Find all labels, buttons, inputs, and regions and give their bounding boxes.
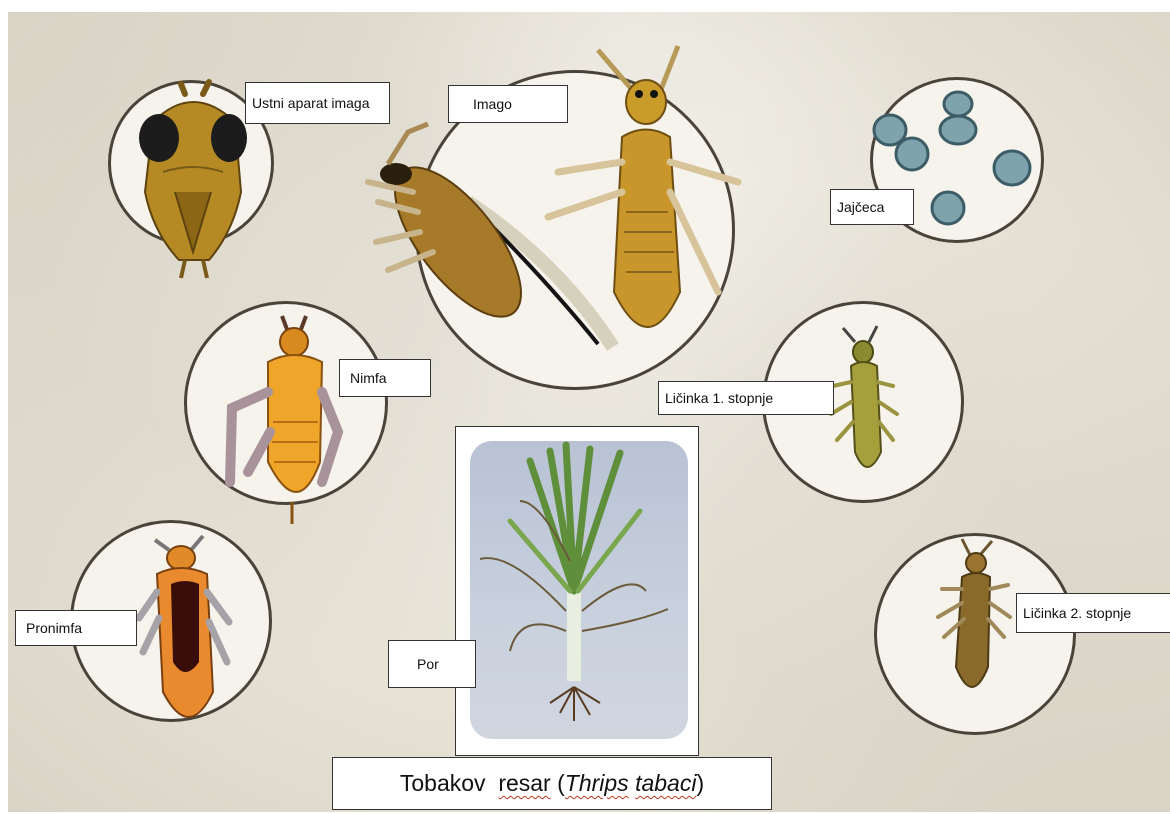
label-eggs: Jajčeca [830, 189, 914, 225]
label-imago: Imago [448, 85, 568, 123]
title-paren-open: ( [557, 770, 565, 797]
title-latin-genus: Thrips [565, 770, 629, 797]
title-latin-species: tabaci [635, 770, 696, 797]
title-word-resar: resar [498, 770, 550, 797]
label-nymph: Nimfa [339, 359, 431, 397]
leek-plant-illustration [470, 441, 688, 739]
title-paren-close: ) [696, 770, 704, 797]
label-larva2: Ličinka 2. stopnje [1016, 593, 1170, 633]
illustration-canvas: Ustni aparat imaga Imago Jajčeca [8, 12, 1170, 812]
mouthparts-illustration [123, 82, 263, 282]
label-prenymph: Pronimfa [15, 610, 137, 646]
figure-title: Tobakov resar (Thrips tabaci) [332, 757, 772, 810]
imago-dorsal-illustration [538, 42, 768, 362]
label-larva1: Ličinka 1. stopnje [658, 381, 834, 415]
prenymph-illustration [133, 522, 243, 732]
label-mouthparts: Ustni aparat imaga [245, 82, 390, 124]
larva1-illustration [823, 322, 903, 482]
title-common-name: Tobakov [400, 770, 486, 797]
nymph-illustration [218, 312, 348, 527]
label-leek: Por [388, 640, 476, 688]
leek-photo [470, 441, 688, 739]
larva2-illustration [928, 537, 1018, 707]
leek-photo-frame [455, 426, 699, 756]
